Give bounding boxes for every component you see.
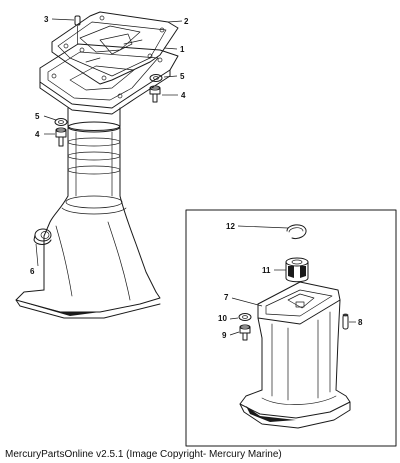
callout-2: 2: [184, 17, 189, 26]
part-7-lower-housing: [239, 281, 351, 429]
driveshaft-housing: [15, 107, 161, 319]
callout-8: 8: [358, 318, 363, 327]
part-4-bolt-right: [149, 85, 161, 103]
part-8-dowel-pin: [342, 313, 349, 330]
callout-7: 7: [224, 293, 229, 302]
callout-3: 3: [44, 15, 49, 24]
callouts-inset: 12 11 7 8 10 9: [218, 222, 363, 340]
part-6-seal: [33, 228, 52, 245]
callout-11: 11: [262, 266, 271, 275]
callout-4-right: 4: [181, 91, 186, 100]
leader-lines-inset: [229, 225, 356, 336]
part-3-dowel-pin: [74, 15, 81, 45]
callout-4-left: 4: [35, 130, 40, 139]
callout-12: 12: [226, 222, 235, 231]
inset-frame: [185, 209, 397, 447]
part-9-bolt: [239, 324, 251, 341]
callout-9: 9: [222, 331, 227, 340]
callout-5-left: 5: [35, 112, 40, 121]
part-10-washer: [238, 313, 252, 321]
part-4-bolt-left: [55, 127, 67, 147]
callout-5-right: 5: [180, 72, 185, 81]
leader-lines-main: [35, 18, 183, 267]
callouts-main: 3 2 1 5 4 5 4 6: [30, 15, 189, 276]
part-11-bushing: [285, 257, 309, 283]
part-5-washer-left: [54, 118, 68, 126]
callout-10: 10: [218, 314, 227, 323]
inset-detail: 12 11 7 8 10 9: [185, 209, 397, 447]
copyright-caption: MercuryPartsOnline v2.5.1 (Image Copyrig…: [5, 449, 282, 460]
callout-6: 6: [30, 267, 35, 276]
callout-1: 1: [180, 45, 185, 54]
driveshaft-housing-assembly: [15, 11, 179, 319]
part-12-snap-ring: [286, 224, 307, 239]
part-5-washer-right: [149, 74, 163, 82]
